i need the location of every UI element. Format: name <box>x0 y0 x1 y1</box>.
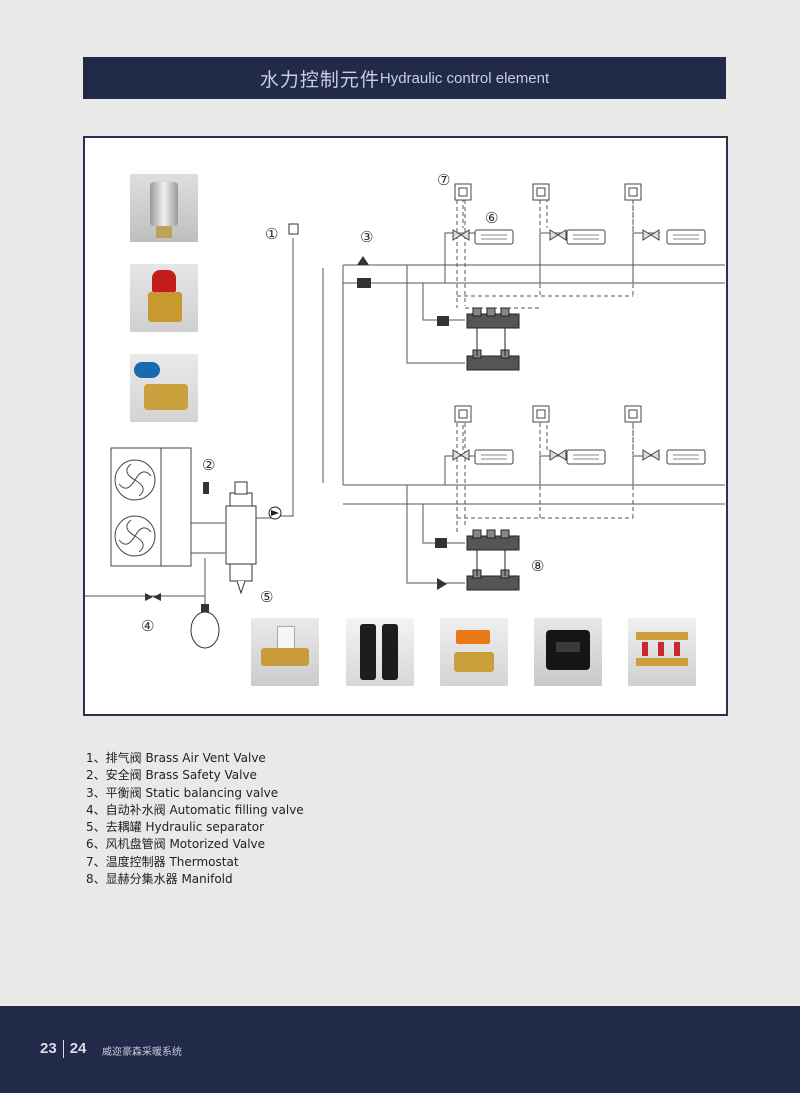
legend-item: 4、自动补水阀 Automatic filling valve <box>86 802 304 817</box>
manifold-upper <box>466 307 520 371</box>
legend-item: 5、去耦罐 Hydraulic separator <box>86 820 265 835</box>
balancing-valve-photo <box>130 354 198 422</box>
callout-2: ② <box>202 456 215 474</box>
legend-item: 2、安全阀 Brass Safety Valve <box>86 768 257 783</box>
legend-item: 3、平衡阀 Static balancing valve <box>86 785 279 800</box>
legend-item: 8、显赫分集水器 Manifold <box>86 872 233 887</box>
hydraulic-diagram: ① ② ③ ④ ⑤ ⑥ ⑦ ⑧ <box>83 136 728 716</box>
callout-5: ⑤ <box>260 588 273 606</box>
page-title-en: Hydraulic control element <box>379 69 550 87</box>
callout-8: ⑧ <box>531 557 544 575</box>
manifold-photo <box>628 618 696 686</box>
callout-7: ⑦ <box>437 171 450 189</box>
legend-item: 1、排气阀 Brass Air Vent Valve <box>86 751 266 765</box>
safety-valve-photo <box>130 264 198 332</box>
callout-4: ④ <box>141 617 154 635</box>
piping-schematic: ① ② ③ ④ ⑤ ⑥ ⑦ ⑧ <box>85 171 725 649</box>
page-number-left: 23 <box>40 1040 57 1057</box>
brand-name: 威迩豪森采暖系统 <box>102 1047 182 1058</box>
callout-3: ③ <box>360 228 373 246</box>
main-riser <box>280 238 294 517</box>
callout-1: ① <box>265 225 278 243</box>
legend-item: 7、温度控制器 Thermostat <box>86 854 239 869</box>
motorized-valve-photo <box>440 618 508 686</box>
page-footer: 23 24 威迩豪森采暖系统 <box>0 1006 800 1093</box>
page-title-cn: 水力控制元件 <box>259 68 380 91</box>
page-number-right: 24 <box>69 1040 87 1057</box>
heat-pump-unit <box>110 447 192 567</box>
air-vent-valve-photo <box>130 174 198 242</box>
hydraulic-separator-photo <box>346 618 414 686</box>
filling-valve-photo <box>251 618 319 686</box>
callout-6: ⑥ <box>485 209 498 227</box>
legend-item: 6、风机盘管阀 Motorized Valve <box>86 837 266 852</box>
thermostat-photo <box>534 618 602 686</box>
page-divider <box>62 1040 64 1059</box>
manifold-lower <box>466 529 520 591</box>
component-legend: 1、排气阀 Brass Air Vent Valve 2、安全阀 Brass S… <box>86 750 304 888</box>
hydraulic-separator <box>225 481 257 595</box>
page-numbers: 23 24 <box>40 1040 87 1059</box>
